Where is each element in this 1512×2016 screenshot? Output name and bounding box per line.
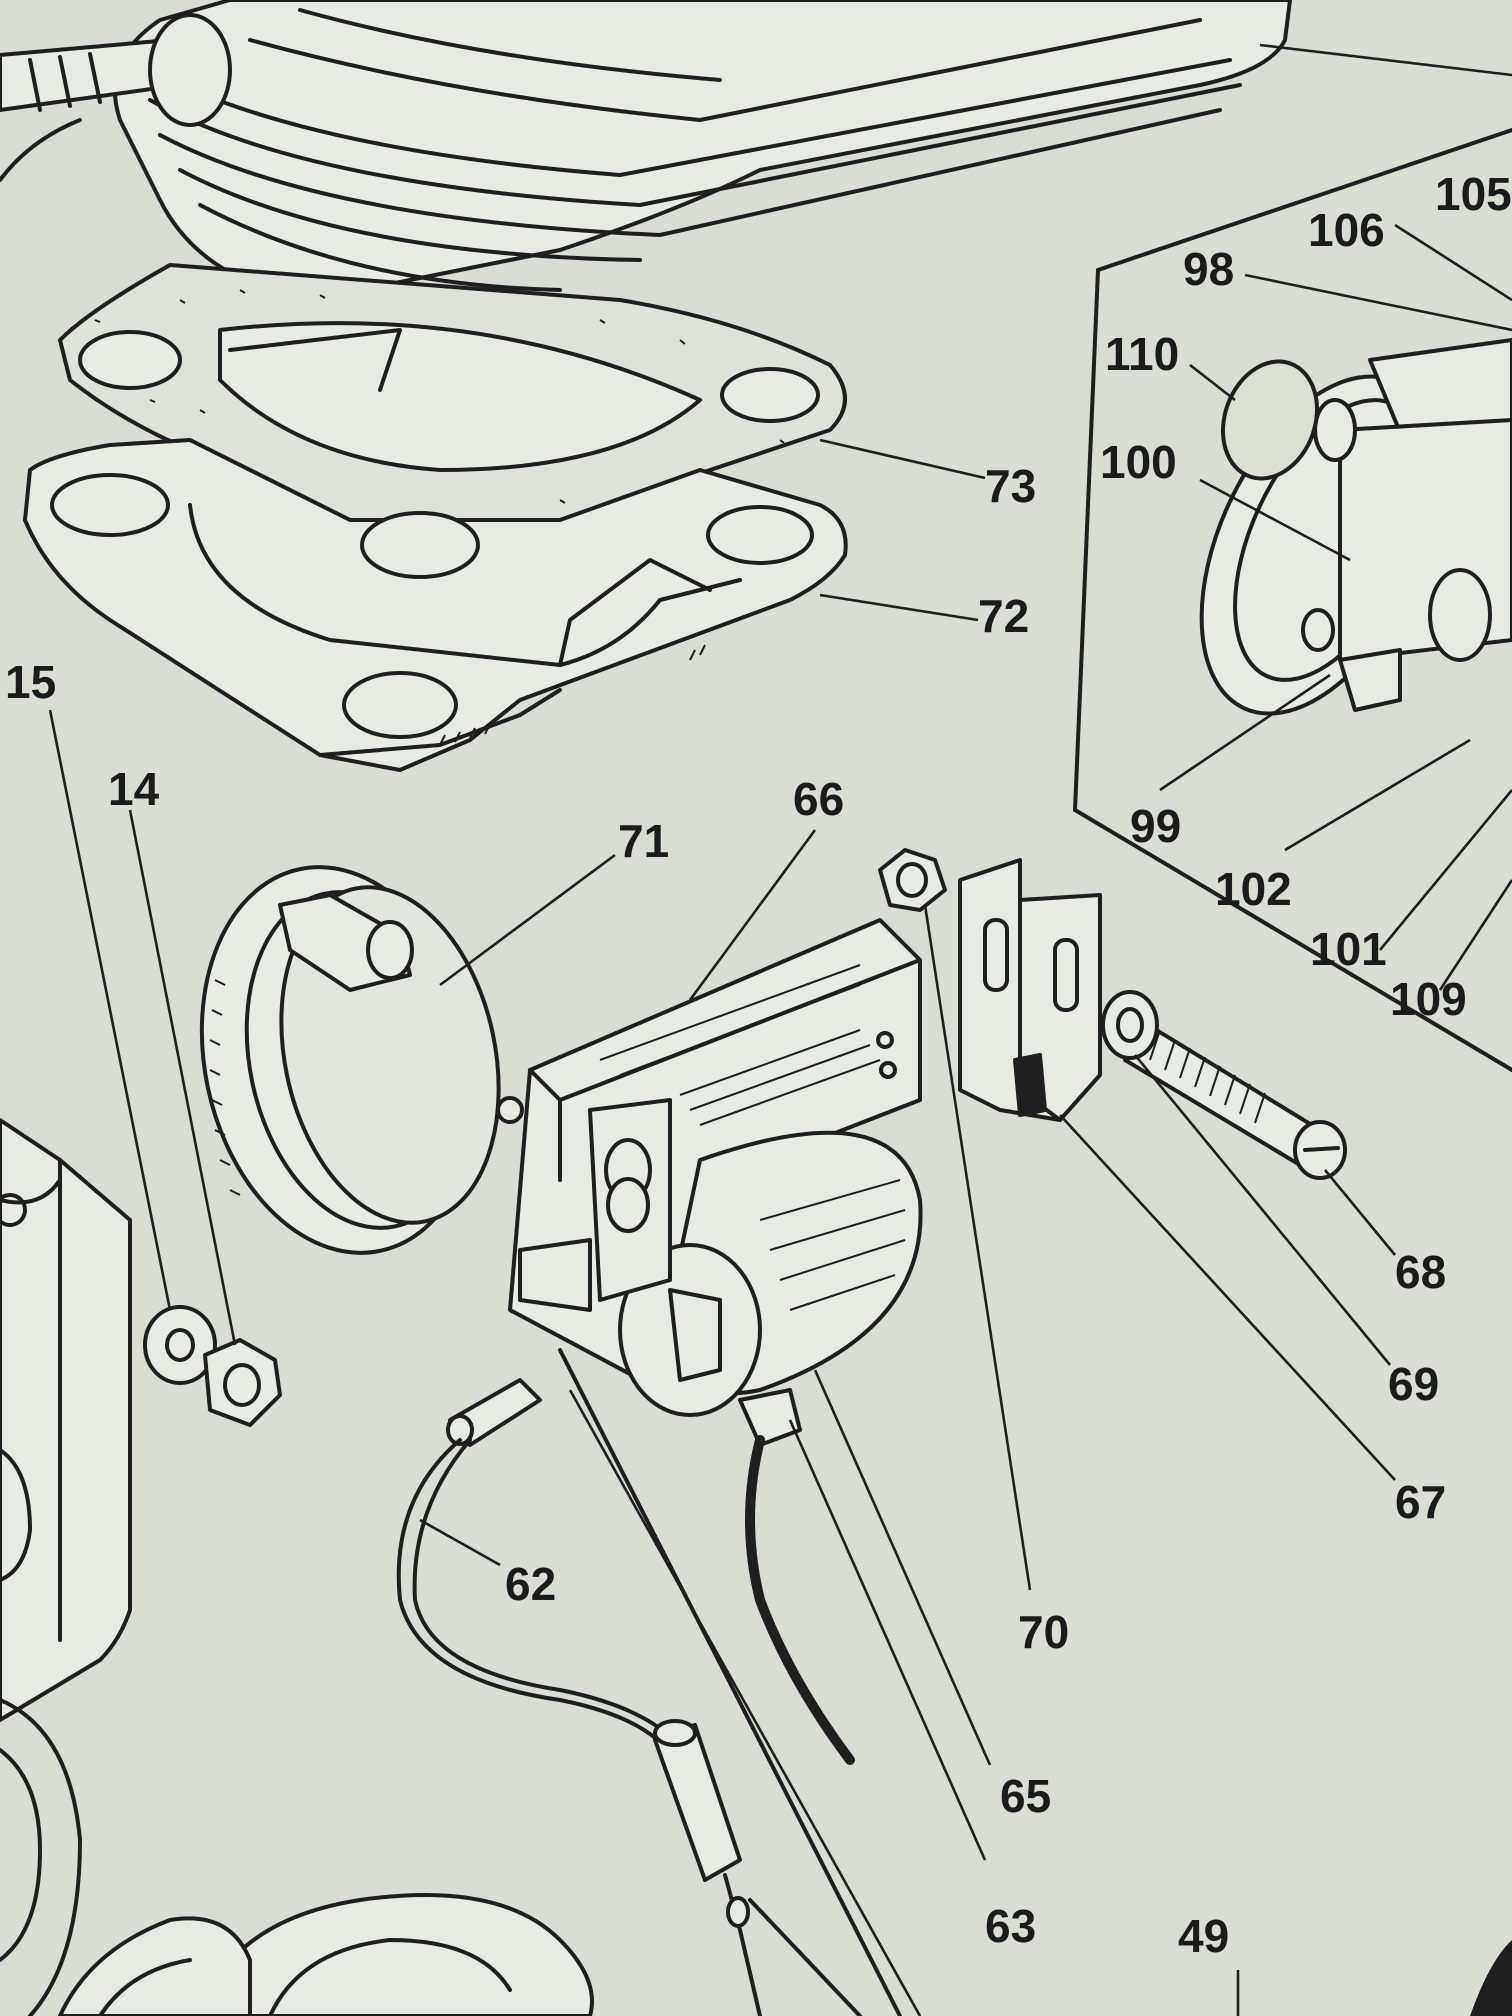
callout-63: 63 [985, 1900, 1036, 1952]
callout-labels: 105 106 98 110 100 73 72 15 14 66 71 99 … [5, 168, 1512, 1962]
washer-15 [48, 709, 217, 1385]
bottom-assembly [58, 1893, 1512, 2016]
callout-72: 72 [978, 590, 1029, 642]
callout-110: 110 [1105, 328, 1179, 380]
nut-14 [128, 809, 282, 1427]
callout-49: 49 [1178, 1910, 1229, 1962]
callout-15: 15 [5, 656, 56, 708]
wire-63 [558, 1348, 922, 2016]
callout-98: 98 [1183, 243, 1234, 295]
cylinder-housing [0, 0, 1512, 302]
callout-102: 102 [1215, 863, 1292, 915]
bracket-67 [958, 858, 1396, 1481]
callout-62: 62 [505, 1558, 556, 1610]
magneto-panel [1073, 128, 1512, 1072]
callout-101: 101 [1310, 923, 1387, 975]
callout-67: 67 [1395, 1476, 1446, 1528]
callout-105: 105 [1435, 168, 1512, 220]
callout-99: 99 [1130, 800, 1181, 852]
callout-100: 100 [1100, 436, 1177, 488]
hose-clamp-71 [199, 853, 616, 1255]
wire-65 [745, 1369, 992, 1861]
callout-69: 69 [1388, 1358, 1439, 1410]
washer-69 [1101, 990, 1392, 1366]
callout-71: 71 [618, 815, 669, 867]
callout-65: 65 [1000, 1770, 1051, 1822]
callout-66: 66 [793, 773, 844, 825]
callout-109: 109 [1390, 973, 1467, 1025]
ignition-coil-66 [496, 829, 923, 1447]
callout-73: 73 [985, 460, 1036, 512]
callout-70: 70 [1018, 1606, 1069, 1658]
callout-106: 106 [1308, 204, 1385, 256]
base-plate-72 [23, 438, 979, 772]
callout-14: 14 [108, 763, 160, 815]
left-housing [0, 1118, 132, 2016]
nut-70 [878, 848, 1032, 1591]
callout-68: 68 [1395, 1246, 1446, 1298]
wire-62 [396, 1378, 762, 2016]
